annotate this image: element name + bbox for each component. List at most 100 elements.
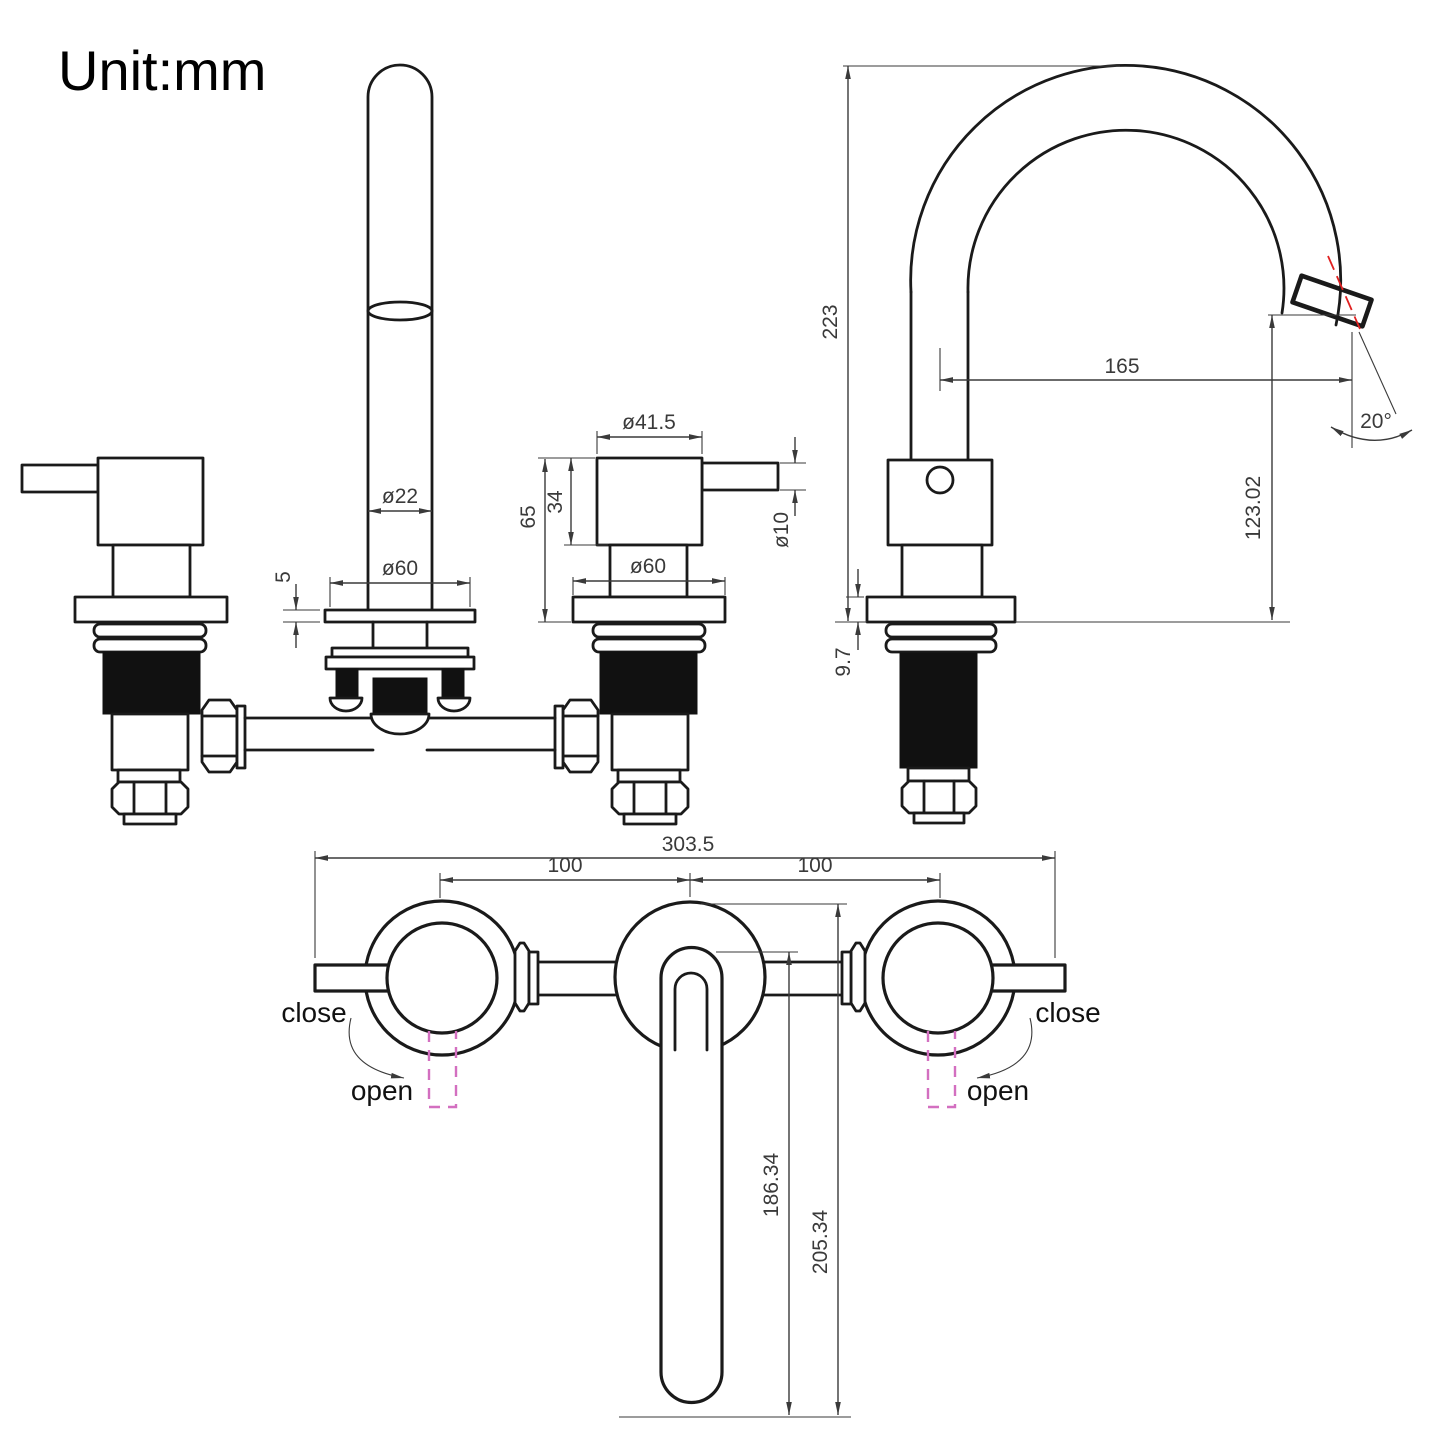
side-ring-1 — [884, 622, 998, 639]
bottom-spout-tube-inner — [673, 971, 709, 1052]
spout-stud-right — [441, 668, 465, 700]
right-outlet-washer — [553, 704, 565, 770]
side-spout-inner-curve — [966, 128, 1286, 315]
dim-sweep-outer: 205.34 — [809, 1210, 832, 1275]
left-handle-flange — [73, 595, 229, 624]
left-open-label: open — [351, 1075, 413, 1106]
side-flange — [865, 595, 1017, 624]
left-valve-body — [110, 712, 190, 772]
nozzle-centerline-red — [1327, 255, 1361, 330]
side-bottom-nut — [900, 779, 978, 815]
right-lever — [700, 461, 780, 492]
left-handle-stem — [111, 543, 192, 599]
right-bottom-cap — [622, 812, 678, 826]
dim-lever-diameter: ø10 — [770, 512, 793, 548]
right-handle-body — [595, 456, 704, 547]
dim-handle-upper-height: 34 — [544, 490, 567, 514]
dim-handle-total-height: 65 — [517, 505, 540, 528]
bottom-left-lever — [313, 963, 395, 993]
right-bottom-plate — [616, 768, 682, 784]
side-spout-outer-curve — [909, 64, 1343, 327]
left-bottom-cap — [122, 812, 178, 826]
right-close-label: close — [1035, 997, 1100, 1028]
left-threaded-shank — [102, 651, 201, 715]
bottom-right-handle-inner — [881, 921, 995, 1035]
stud-cap-right — [436, 696, 472, 713]
dim-sweep-inner: 186.34 — [760, 1153, 783, 1218]
dim-spout-tip-angle: 20° — [1360, 410, 1392, 433]
dim-handle-flange-diameter: ø60 — [630, 555, 666, 578]
front-view: ø22 ø60 5 ø41.5 34 65 ø10 ø60 — [20, 63, 806, 826]
side-dimensions: 223 165 123.02 20° 9.7 — [819, 65, 1413, 677]
dim-overall-width: 303.5 — [662, 833, 715, 856]
side-bottom-cap — [912, 811, 966, 825]
front-spout — [323, 63, 477, 736]
side-ring-2 — [884, 637, 998, 654]
right-bottom-nut — [610, 780, 690, 816]
bottom-left-pipe — [535, 960, 620, 997]
dim-spout-reach: 165 — [1104, 355, 1139, 378]
dim-spout-flange-thickness: 5 — [272, 571, 295, 583]
dim-right-spacing: 100 — [797, 854, 832, 877]
bottom-right-nut — [849, 941, 867, 1013]
spout-bottom-cap — [369, 712, 431, 736]
left-rotation-arc — [348, 1017, 405, 1079]
left-lever — [20, 463, 100, 494]
front-dimensions: ø22 ø60 5 ø41.5 34 65 ø10 ø60 — [272, 411, 806, 648]
bottom-right-lever — [985, 963, 1067, 993]
right-rotation-arc — [976, 1017, 1033, 1079]
bottom-left-handle-inner — [385, 921, 499, 1035]
left-outlet-nut — [200, 698, 239, 774]
right-ring-1 — [591, 622, 707, 639]
spout-substem — [371, 620, 429, 650]
right-handle-flange — [571, 595, 727, 624]
bottom-view: close open close open 303.5 100 100 186.… — [281, 833, 1101, 1418]
spout-tube — [366, 63, 434, 610]
dim-spout-flange-diameter: ø60 — [382, 557, 418, 580]
right-valve-body — [610, 712, 690, 772]
front-right-handle — [553, 456, 780, 826]
dim-handle-top-diameter: ø41.5 — [622, 411, 676, 434]
side-threaded-shank — [899, 652, 978, 769]
side-stem — [900, 543, 984, 599]
bottom-spout-tube — [659, 945, 724, 1405]
right-open-label: open — [967, 1075, 1029, 1106]
side-spout-riser — [909, 290, 970, 462]
dim-deck-flange-thickness: 9.7 — [832, 647, 855, 676]
side-spout-nozzle — [1290, 273, 1374, 329]
dim-left-spacing: 100 — [547, 854, 582, 877]
left-handle-body — [96, 456, 205, 547]
dim-spout-tube-diameter: ø22 — [382, 485, 418, 508]
right-supply-pipe — [425, 716, 557, 752]
left-open-position-dashed — [427, 1031, 458, 1109]
front-left-handle — [20, 456, 247, 826]
left-outlet-washer — [235, 704, 247, 770]
spout-thread-block — [372, 677, 428, 717]
left-close-label: close — [281, 997, 346, 1028]
left-bottom-nut — [110, 780, 190, 816]
dim-overall-height: 223 — [819, 304, 842, 339]
spout-flange — [323, 608, 477, 624]
bottom-left-nut — [513, 941, 531, 1013]
unit-label: Unit:mm — [58, 39, 266, 102]
right-outlet-nut — [561, 698, 600, 774]
left-bottom-plate — [116, 768, 182, 784]
bottom-left-washer — [527, 950, 540, 1006]
spout-joint — [366, 300, 434, 322]
bottom-right-washer — [840, 950, 853, 1006]
bottom-right-pipe — [760, 960, 845, 997]
side-body-hole — [925, 465, 955, 495]
spout-plate-2 — [324, 655, 476, 671]
side-bottom-plate — [906, 766, 971, 783]
spout-stud-left — [335, 668, 359, 700]
left-ring-2 — [92, 637, 208, 654]
left-ring-1 — [92, 622, 208, 639]
right-open-position-dashed — [926, 1031, 957, 1109]
bottom-dimensions: 303.5 100 100 186.34 205.34 — [314, 833, 1056, 1418]
right-threaded-shank — [599, 651, 698, 715]
side-view: 223 165 123.02 20° 9.7 — [819, 64, 1413, 825]
dim-spout-tip-height: 123.02 — [1242, 476, 1265, 540]
stud-cap-left — [328, 696, 364, 713]
